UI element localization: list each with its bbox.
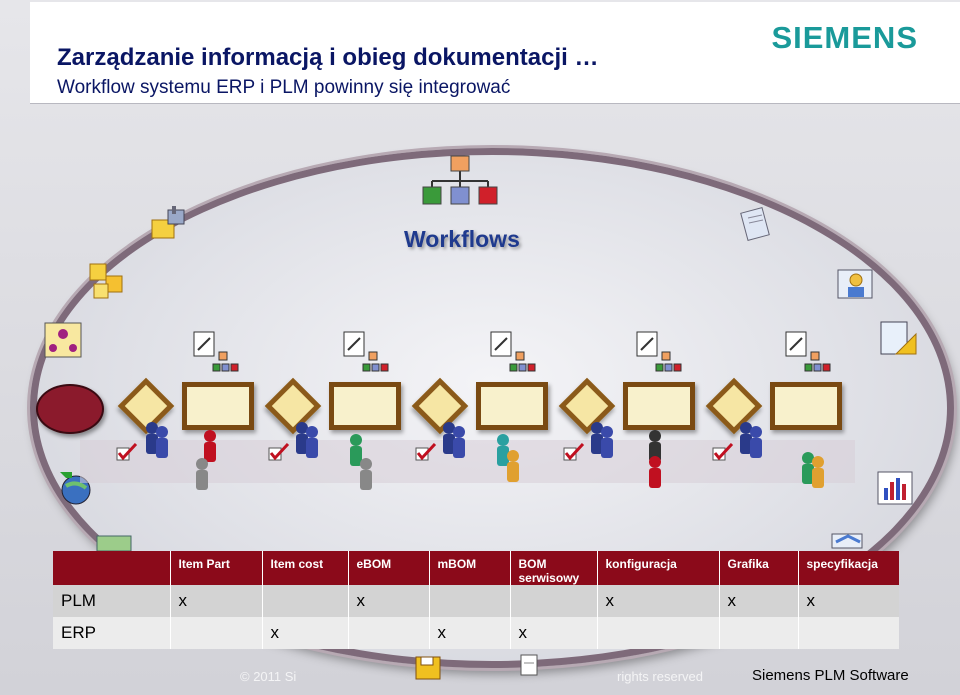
checkmark-icon-5 [712, 443, 734, 461]
checkmark-icon-4 [563, 443, 585, 461]
table-cell [261, 585, 348, 617]
table-cell: x [169, 585, 262, 617]
people-group-icon-3 [443, 422, 519, 482]
step-workflow-icon-5 [785, 331, 831, 372]
slide-header: Zarządzanie informacją i obieg dokumenta… [30, 2, 960, 104]
footer-rights: rights reserved [617, 669, 703, 684]
factory-icon [151, 206, 185, 239]
document-node-1 [182, 382, 254, 430]
table-cell: x [347, 585, 429, 617]
step-workflow-icon-4 [636, 331, 682, 372]
workflow-hierarchy-icon [422, 155, 498, 205]
workflows-label: Workflows [404, 226, 520, 252]
checkmark-icon-3 [415, 443, 437, 461]
table-cell [428, 585, 510, 617]
column-header: Item Part [169, 551, 262, 585]
table-cell [718, 617, 798, 649]
document-clip-icon [520, 654, 538, 676]
floppy-disk-icon [415, 656, 441, 680]
column-header [53, 551, 170, 585]
slide-subtitle: Workflow systemu ERP i PLM powinny się i… [57, 77, 511, 98]
table-cell: x [428, 617, 510, 649]
table-cell [509, 585, 597, 617]
row-label: ERP [53, 617, 170, 649]
people-group-icon-5 [740, 422, 824, 488]
workflow-start-node [36, 384, 104, 434]
user-settings-icon [837, 269, 873, 299]
step-workflow-icon-1 [193, 331, 239, 372]
column-header: specyfikacja [797, 551, 899, 585]
table-cell: x [797, 585, 899, 617]
table-row: ERP x x x [53, 617, 899, 649]
checkmark-icon-1 [116, 443, 138, 461]
notebook-icon [880, 321, 917, 355]
document-node-3 [476, 382, 548, 430]
table-cell [169, 617, 262, 649]
people-group-icon-1 [146, 422, 216, 490]
table-cell: x [509, 617, 597, 649]
row-label: PLM [53, 585, 170, 617]
slide-title: Zarządzanie informacją i obieg dokumenta… [57, 44, 599, 71]
column-header: eBOM [347, 551, 429, 585]
table-cell: x [718, 585, 798, 617]
money-icon [96, 535, 132, 552]
column-header: Item cost [261, 551, 348, 585]
table-cell: x [596, 585, 719, 617]
step-workflow-icon-2 [343, 331, 389, 372]
siemens-logo: SIEMENS [771, 20, 918, 55]
checkmark-icon-2 [268, 443, 290, 461]
table-row: PLM x x x x x [53, 585, 899, 617]
people-group-icon-2 [296, 422, 372, 490]
bar-chart-icon [877, 471, 913, 505]
document-node-4 [623, 382, 695, 430]
scroll-icon [740, 207, 770, 241]
footer-brand: Siemens PLM Software [752, 667, 909, 684]
handshake-icon [831, 533, 863, 549]
organization-chart-icon [44, 322, 82, 358]
column-header: Grafika [718, 551, 798, 585]
table-cell [347, 617, 429, 649]
table-cell [596, 617, 719, 649]
table-header-row: Item Part Item cost eBOM mBOM BOM serwis… [53, 551, 899, 585]
column-header: konfiguracja [596, 551, 719, 585]
column-header: mBOM [428, 551, 510, 585]
document-node-5 [770, 382, 842, 430]
footer-copyright: © 2011 Si [240, 669, 297, 684]
column-header: BOM serwisowy [509, 551, 597, 585]
table-cell: x [261, 617, 348, 649]
globe-icon [60, 472, 91, 505]
step-workflow-icon-3 [490, 331, 536, 372]
table-cell [797, 617, 899, 649]
document-node-2 [329, 382, 401, 430]
people-group-icon-4 [591, 422, 661, 488]
integration-table: Item Part Item cost eBOM mBOM BOM serwis… [53, 551, 899, 649]
cubes-icon [89, 263, 123, 299]
